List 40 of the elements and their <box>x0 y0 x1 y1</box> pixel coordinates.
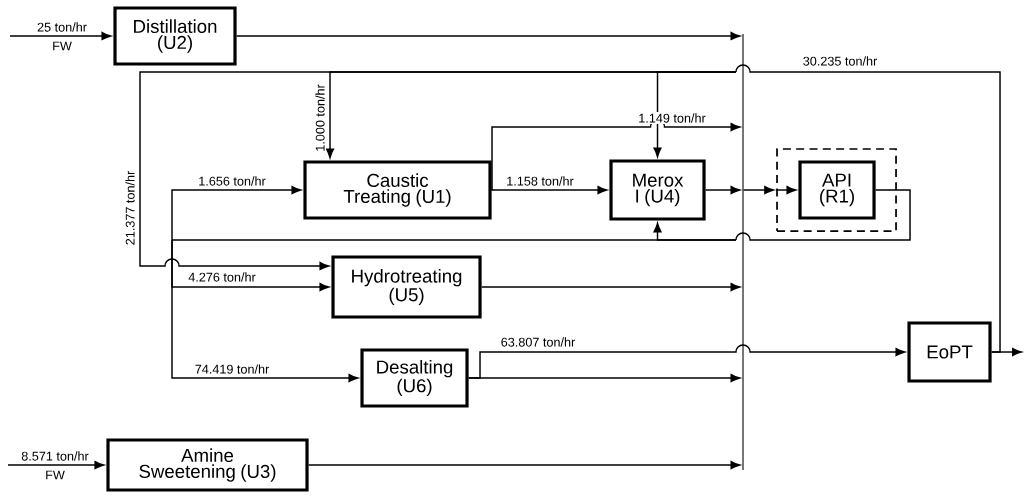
connector-line <box>735 64 1001 353</box>
stream-label: FW <box>53 41 72 51</box>
arrow <box>171 239 359 383</box>
flow-rate-label: 4.276 ton/hr <box>186 271 258 283</box>
arrow <box>7 460 105 470</box>
flow-rate-label: 21.377 ton/hr <box>124 169 136 247</box>
process-box: Amine Sweetening (U3) <box>106 438 309 492</box>
process-box: Caustic Treating (U1) <box>303 160 492 220</box>
flow-rate-label: 8.571 ton/hr <box>19 450 91 462</box>
process-box: Merox I (U4) <box>609 159 706 221</box>
arrow <box>307 460 741 470</box>
process-box: Distillation (U2) <box>113 6 237 66</box>
arrow <box>490 119 741 191</box>
arrow <box>9 31 112 41</box>
process-box: API (R1) <box>798 160 876 220</box>
arrow <box>467 344 906 379</box>
flow-rate-label: 25 ton/hr <box>35 21 89 33</box>
arrow <box>480 282 741 292</box>
flow-rate-label: 63.807 ton/hr <box>499 336 577 348</box>
arrow <box>171 185 302 241</box>
flow-rate-label: 1.000 ton/hr <box>314 82 326 154</box>
arrow <box>235 31 741 41</box>
process-box: Desalting (U6) <box>360 348 469 408</box>
arrow <box>704 185 741 195</box>
process-box: Hydrotreating (U5) <box>331 255 482 319</box>
flow-rate-label: 30.235 ton/hr <box>801 55 879 67</box>
dashed-boundary-box <box>776 148 897 232</box>
arrow <box>742 185 774 195</box>
flow-rate-label: 74.419 ton/hr <box>193 363 271 375</box>
arrow <box>139 71 737 271</box>
arrow <box>775 185 797 195</box>
flow-rate-label: 1.656 ton/hr <box>196 175 268 187</box>
process-box: EoPT <box>907 321 992 383</box>
stream-label: FW <box>46 470 65 480</box>
flow-rate-label: 1.149 ton/hr <box>636 112 708 124</box>
arrow <box>490 185 608 195</box>
connector-line <box>735 189 911 241</box>
collector-line <box>742 33 744 471</box>
connector-line <box>171 239 737 241</box>
flow-rate-label: 1.158 ton/hr <box>504 175 576 187</box>
